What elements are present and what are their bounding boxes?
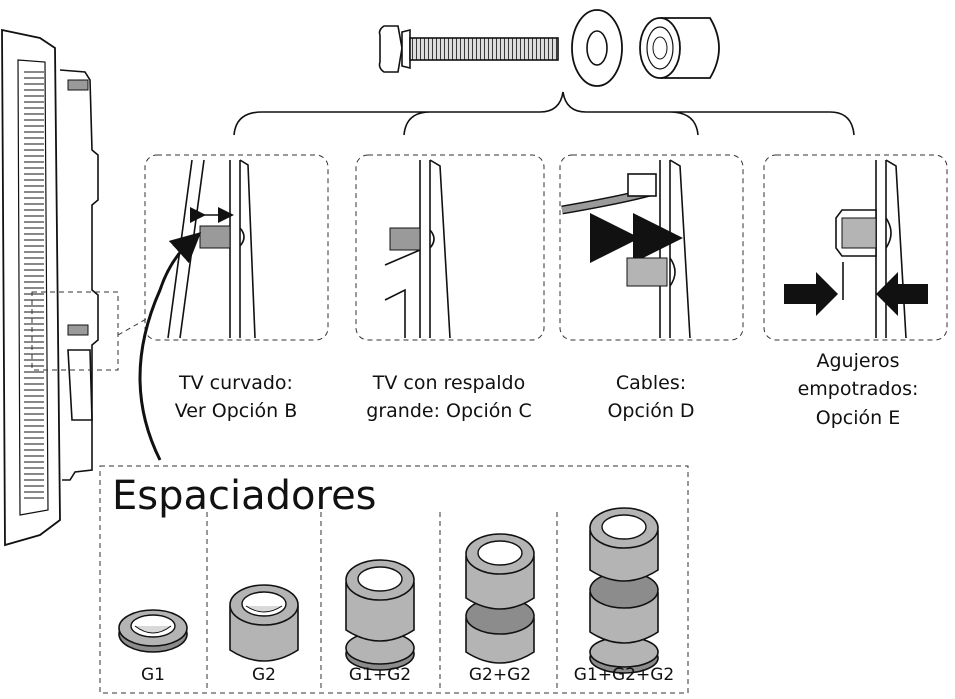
spacer-g1 [118, 609, 188, 653]
caption-b-line-1: TV curvado: [178, 372, 293, 394]
tv-side-profile [1, 28, 149, 547]
spacer-label-g2: G2 [252, 665, 276, 685]
caption-option-e: Agujeros empotrados: Opción E [798, 350, 919, 429]
bolt-icon [378, 25, 559, 73]
panel-option-e [763, 154, 948, 341]
spacer-label-g1-g2-g2: G1+G2+G2 [574, 665, 674, 685]
panel-option-b [144, 154, 329, 341]
caption-d-line-1: Cables: [616, 372, 686, 394]
pointer-arrow [138, 231, 202, 461]
caption-option-d: Cables: Opción D [607, 372, 694, 422]
options-brace [233, 91, 855, 136]
spacers-box: Espaciadores [99, 465, 689, 694]
zoom-region [31, 291, 119, 371]
spacer-icon [639, 17, 720, 79]
caption-d-line-2: Opción D [607, 400, 694, 422]
spacer-label-g1-g2: G1+G2 [349, 665, 411, 685]
spacer-g1-g2 [345, 559, 415, 671]
caption-option-b: TV curvado: Ver Opción B [175, 372, 298, 422]
panel-option-d [559, 154, 744, 341]
caption-b-line-2: Ver Opción B [175, 400, 298, 422]
spacers-title: Espaciadores [112, 473, 377, 519]
caption-e-line-1: Agujeros [817, 350, 900, 372]
tv-vent-slats [24, 71, 44, 499]
spacer-label-g1: G1 [141, 665, 165, 685]
caption-c-line-1: TV con respaldo [372, 372, 525, 394]
washer-icon [571, 9, 623, 87]
caption-c-line-2: grande: Opción C [366, 400, 531, 422]
spacer-g2-g2 [465, 533, 535, 664]
spacer-g1-g2-g2 [589, 507, 659, 674]
spacer-g2 [229, 584, 299, 662]
caption-e-line-3: Opción E [816, 407, 900, 429]
caption-option-c: TV con respaldo grande: Opción C [366, 372, 531, 422]
caption-e-line-2: empotrados: [798, 378, 919, 400]
spacer-label-g2-g2: G2+G2 [469, 665, 531, 685]
panel-option-c [355, 154, 545, 341]
